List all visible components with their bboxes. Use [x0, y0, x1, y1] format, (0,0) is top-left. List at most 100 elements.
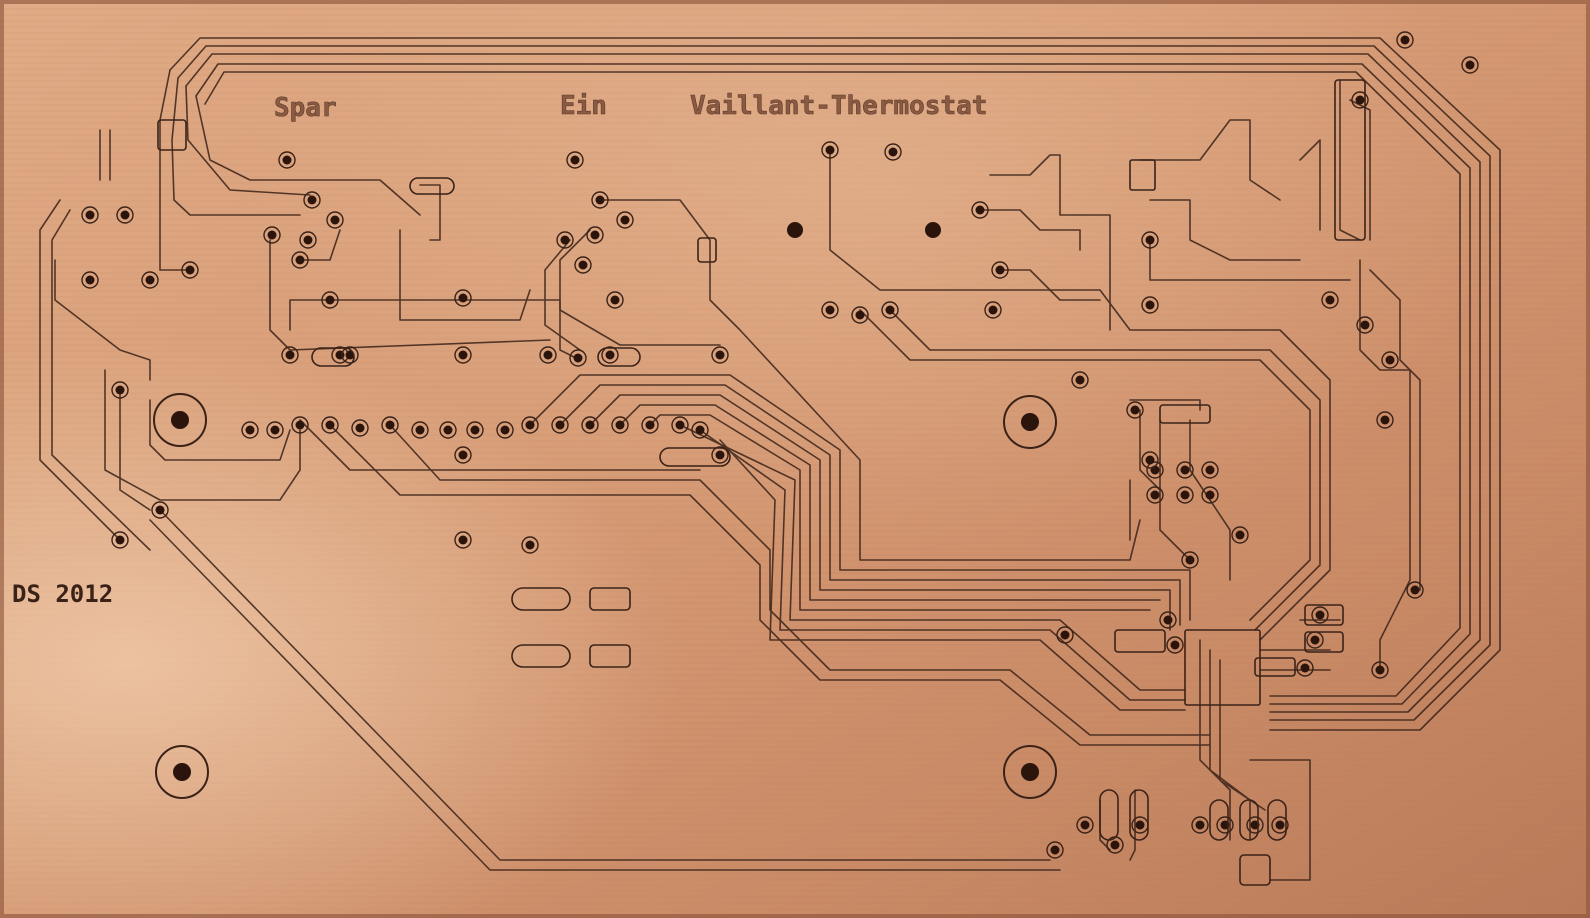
drill-pad-ring: [1296, 659, 1314, 677]
drill-pad-ring: [1076, 816, 1094, 834]
label-spar: Spar: [274, 93, 337, 123]
drill-hole: [185, 265, 195, 275]
drill-hole: [570, 155, 580, 165]
drill-hole: [1400, 35, 1410, 45]
drill-hole: [645, 420, 655, 430]
drill-pad-ring: [1406, 581, 1424, 599]
drill-pad-ring: [454, 289, 472, 307]
drill-pad-ring: [241, 421, 259, 439]
drill-hole: [975, 205, 985, 215]
drill-pad-ring: [454, 531, 472, 549]
drill-pad-ring: [439, 421, 457, 439]
drill-pad-ring: [454, 346, 472, 364]
drill-pad-ring: [1126, 401, 1144, 419]
drill-hole: [1135, 820, 1145, 830]
drill-hole: [1375, 665, 1385, 675]
drill-pad-ring: [181, 261, 199, 279]
drill-pad-ring: [1046, 841, 1064, 859]
drill-hole: [85, 210, 95, 220]
drill-hole: [1110, 840, 1120, 850]
drill-pad-ring: [1246, 816, 1264, 834]
drill-hole: [1075, 375, 1085, 385]
mounting-hole-mid-2: [925, 222, 941, 238]
drill-hole: [145, 275, 155, 285]
drill-pad-ring: [278, 151, 296, 169]
drill-hole: [595, 195, 605, 205]
label-ein: Ein: [560, 91, 607, 121]
drill-hole: [1145, 235, 1155, 245]
drill-pad-ring: [281, 346, 299, 364]
drill-hole: [888, 147, 898, 157]
drill-pad-ring: [454, 446, 472, 464]
drill-pad-ring: [299, 231, 317, 249]
drill-pad-ring: [971, 201, 989, 219]
copper-traces: [39, 37, 1501, 881]
drill-hole: [282, 155, 292, 165]
mounting-hole-bottom-left: [155, 745, 209, 799]
drill-hole: [1145, 300, 1155, 310]
drill-pad-ring: [1311, 606, 1329, 624]
drill-hole: [988, 305, 998, 315]
drill-hole: [443, 425, 453, 435]
drill-pad-ring: [291, 251, 309, 269]
drill-hole: [295, 420, 305, 430]
drill-hole: [1380, 415, 1390, 425]
drill-hole: [1325, 295, 1335, 305]
smd-pads: [157, 79, 1366, 886]
drill-pad-ring: [851, 306, 869, 324]
drill-pad-ring: [671, 416, 689, 434]
drill-pad-ring: [711, 346, 729, 364]
drill-pad-ring: [1231, 526, 1249, 544]
drill-pad-ring: [611, 416, 629, 434]
drill-pad-ring: [884, 143, 902, 161]
drill-pad-ring: [539, 346, 557, 364]
drill-pad-ring: [984, 301, 1002, 319]
drill-pad-ring: [151, 501, 169, 519]
drill-hole: [325, 295, 335, 305]
drill-pad-ring: [1271, 816, 1289, 834]
drill-hole: [855, 310, 865, 320]
drill-pad-ring: [1159, 611, 1177, 629]
drill-hole: [560, 235, 570, 245]
drill-hole: [1163, 615, 1173, 625]
drill-pad-ring: [1216, 816, 1234, 834]
drill-hole: [1410, 585, 1420, 595]
drill-pad-ring: [881, 301, 899, 319]
label-title: Vaillant-Thermostat: [690, 91, 987, 121]
drill-pad-ring: [81, 206, 99, 224]
drill-pad-ring: [1201, 461, 1219, 479]
mounting-hole-mid-1: [787, 222, 803, 238]
drill-hole: [458, 535, 468, 545]
drill-pad-ring: [1356, 316, 1374, 334]
drill-hole: [610, 295, 620, 305]
drill-pad-ring: [551, 416, 569, 434]
drill-hole: [525, 540, 535, 550]
drill-hole: [1355, 95, 1365, 105]
drill-hole: [1080, 820, 1090, 830]
drill-hole: [1185, 555, 1195, 565]
drill-hole: [1205, 465, 1215, 475]
drill-pad-ring: [586, 226, 604, 244]
mounting-holes: [153, 222, 1057, 799]
drill-hole: [1465, 60, 1475, 70]
drill-pad-ring: [574, 256, 592, 274]
drill-holes: [81, 31, 1479, 859]
drill-hole: [267, 230, 277, 240]
drill-hole: [1205, 490, 1215, 500]
drill-hole: [355, 423, 365, 433]
drill-pad-ring: [569, 349, 587, 367]
drill-hole: [303, 235, 313, 245]
drill-hole: [1385, 355, 1395, 365]
drill-hole: [155, 505, 165, 515]
drill-pad-ring: [556, 231, 574, 249]
drill-hole: [470, 425, 480, 435]
drill-hole: [590, 230, 600, 240]
drill-hole: [120, 210, 130, 220]
drill-pad-ring: [1141, 451, 1159, 469]
drill-pad-ring: [1071, 371, 1089, 389]
drill-pad-ring: [1176, 461, 1194, 479]
drill-pad-ring: [1396, 31, 1414, 49]
drill-hole: [1300, 663, 1310, 673]
